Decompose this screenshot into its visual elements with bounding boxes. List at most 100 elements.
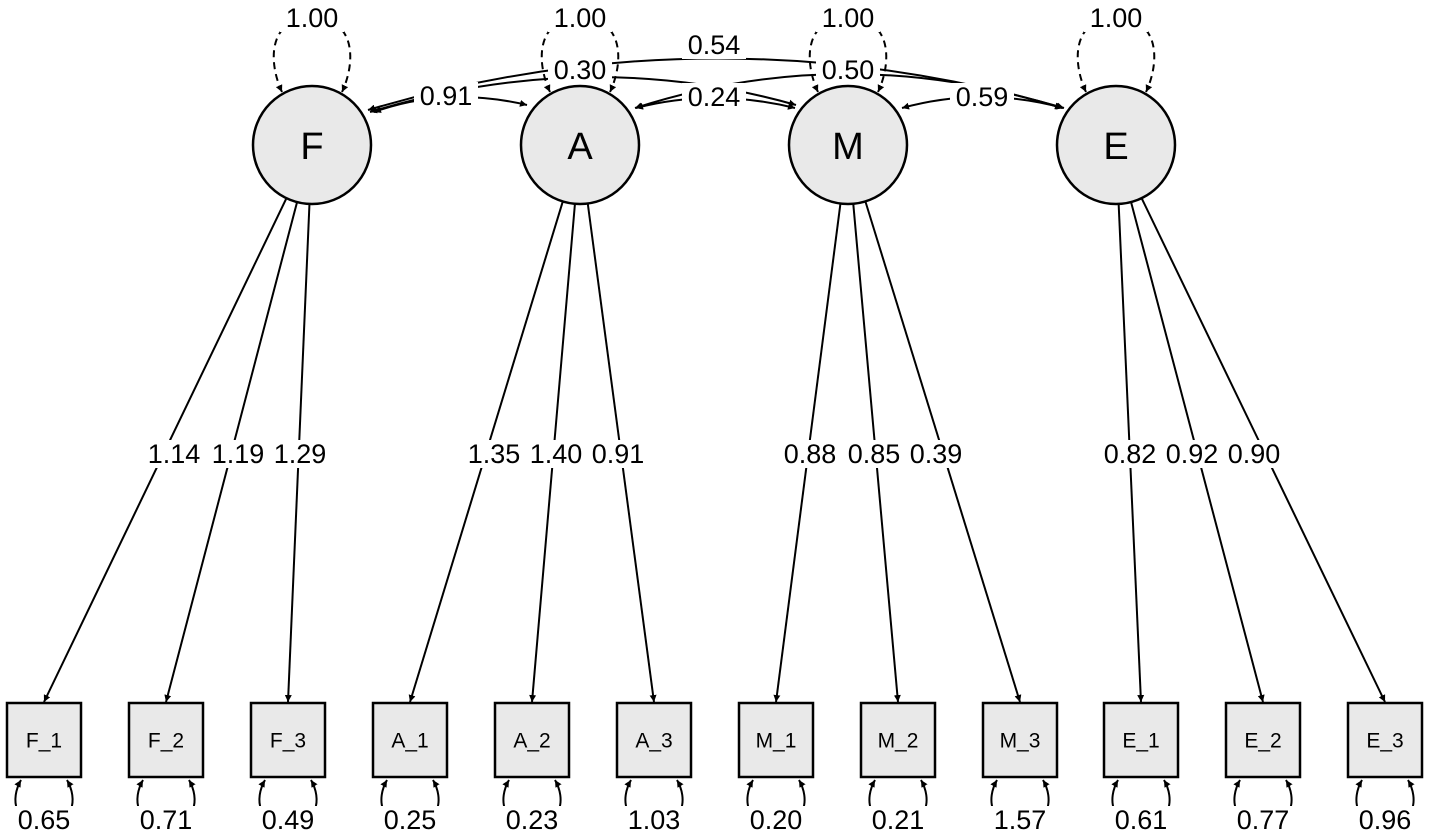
- loading-value-F_3-bg: [268, 440, 332, 468]
- variance-value-M-group: 1.00: [816, 3, 880, 33]
- loading-value-E_3-bg: [1222, 440, 1286, 468]
- cov-F-E-value-group: 0.54: [682, 30, 746, 60]
- indicator-node-M_2: [859, 701, 937, 779]
- loading-value-M_2-bg: [842, 440, 906, 468]
- variance-value-E: 1.00: [1090, 3, 1143, 33]
- cov-F-E-value: 0.54: [688, 30, 741, 60]
- loading-value-F_2: 1.19: [212, 439, 265, 469]
- residual-value-F_2-group: 0.71: [134, 805, 198, 835]
- residual-value-E_2: 0.77: [1237, 805, 1290, 835]
- residual-value-M_3: 1.57: [994, 805, 1047, 835]
- latent-label-A: A: [567, 126, 593, 168]
- latent-label-F: F: [300, 126, 323, 168]
- cov-F-M-value-bg: [548, 56, 612, 84]
- indicator-label-M_1: M_1: [756, 730, 797, 753]
- cov-F-A-value: 0.91: [420, 81, 473, 111]
- cov-A-E-value-group: 0.50: [816, 55, 880, 85]
- cov-A-E-value: 0.50: [822, 55, 875, 85]
- cov-F-A-value-bg: [414, 82, 478, 110]
- residual-value-M_2-group: 0.21: [866, 805, 930, 835]
- variance-value-F-group: 1.00: [280, 3, 344, 33]
- latent-label-E: E: [1103, 126, 1128, 168]
- residual-value-A_2-group: 0.23: [500, 805, 564, 835]
- residual-value-A_2-bg: [500, 806, 564, 834]
- indicator-label-E_1: E_1: [1122, 730, 1159, 753]
- loading-value-A_3-group: 0.91: [586, 439, 650, 469]
- loading-value-M_1: 0.88: [784, 439, 837, 469]
- indicator-node-M_1: [737, 701, 815, 779]
- latent-label-M: M: [832, 126, 864, 168]
- indicator-node-A_2: [493, 701, 571, 779]
- indicator-node-E_2: [1224, 701, 1302, 779]
- indicator-label-M_3: M_3: [1000, 730, 1041, 753]
- cov-M-E-value: 0.59: [956, 82, 1009, 112]
- latent-node-M: [787, 84, 909, 206]
- variance-value-A-group: 1.00: [548, 3, 612, 33]
- loading-value-E_1-bg: [1098, 440, 1162, 468]
- residual-value-M_3-group: 1.57: [988, 805, 1052, 835]
- indicator-node-F_3: [249, 701, 327, 779]
- cov-M-E-value-bg: [950, 83, 1014, 111]
- residual-value-F_2-bg: [134, 806, 198, 834]
- residual-value-M_2-bg: [866, 806, 930, 834]
- residual-value-A_1-bg: [378, 806, 442, 834]
- indicator-node-A_1: [371, 701, 449, 779]
- loading-value-A_1: 1.35: [468, 439, 521, 469]
- residual-value-M_1: 0.20: [750, 805, 803, 835]
- cov-A-E-value-bg: [816, 56, 880, 84]
- cov-A-M-value-group: 0.24: [682, 82, 746, 112]
- residual-value-A_3-bg: [622, 806, 686, 834]
- loading-value-F_2-group: 1.19: [206, 439, 270, 469]
- loading-value-M_1-group: 0.88: [778, 439, 842, 469]
- indicator-node-E_3: [1346, 701, 1424, 779]
- loading-value-M_3-bg: [904, 440, 968, 468]
- loading-value-E_2-group: 0.92: [1160, 439, 1224, 469]
- residual-value-E_3: 0.96: [1359, 805, 1412, 835]
- loading-value-E_2-bg: [1160, 440, 1224, 468]
- loading-value-F_2-bg: [206, 440, 270, 468]
- loading-value-M_2-group: 0.85: [842, 439, 906, 469]
- indicator-label-E_3: E_3: [1366, 730, 1403, 753]
- latent-node-F: [251, 84, 373, 206]
- residual-value-E_2-bg: [1231, 806, 1295, 834]
- residual-value-A_1: 0.25: [384, 805, 437, 835]
- residual-value-A_2: 0.23: [506, 805, 559, 835]
- loading-value-F_1-bg: [142, 440, 206, 468]
- variance-value-E-group: 1.00: [1084, 3, 1148, 33]
- residual-value-F_1: 0.65: [18, 805, 71, 835]
- loading-value-E_1: 0.82: [1104, 439, 1157, 469]
- loading-value-A_2-bg: [524, 440, 588, 468]
- loading-value-A_2: 1.40: [530, 439, 583, 469]
- cov-A-M-value-bg: [682, 83, 746, 111]
- residual-value-F_1-group: 0.65: [12, 805, 76, 835]
- variance-value-M: 1.00: [822, 3, 875, 33]
- residual-value-E_1: 0.61: [1115, 805, 1168, 835]
- residual-value-M_3-bg: [988, 806, 1052, 834]
- residual-value-M_1-bg: [744, 806, 808, 834]
- residual-value-E_1-group: 0.61: [1109, 805, 1173, 835]
- cov-F-M-value-group: 0.30: [548, 55, 612, 85]
- loading-value-E_1-group: 0.82: [1098, 439, 1162, 469]
- loading-value-F_1-group: 1.14: [142, 439, 206, 469]
- loading-value-E_3: 0.90: [1228, 439, 1281, 469]
- loading-value-M_3-group: 0.39: [904, 439, 968, 469]
- indicator-label-A_2: A_2: [513, 730, 550, 753]
- residual-value-F_2: 0.71: [140, 805, 193, 835]
- loading-value-A_3-bg: [586, 440, 650, 468]
- residual-value-E_2-group: 0.77: [1231, 805, 1295, 835]
- indicator-node-F_2: [127, 701, 205, 779]
- residual-value-E_1-bg: [1109, 806, 1173, 834]
- variance-value-E-bg: [1084, 4, 1148, 32]
- indicator-label-A_1: A_1: [391, 730, 428, 753]
- indicator-label-M_2: M_2: [878, 730, 919, 753]
- residual-value-E_3-group: 0.96: [1353, 805, 1417, 835]
- indicator-label-F_3: F_3: [270, 730, 306, 753]
- variance-value-F: 1.00: [286, 3, 339, 33]
- residual-value-A_1-group: 0.25: [378, 805, 442, 835]
- variance-value-A-bg: [548, 4, 612, 32]
- loading-value-M_1-bg: [778, 440, 842, 468]
- indicator-node-A_3: [615, 701, 693, 779]
- residual-value-M_1-group: 0.20: [744, 805, 808, 835]
- loading-value-F_3: 1.29: [274, 439, 327, 469]
